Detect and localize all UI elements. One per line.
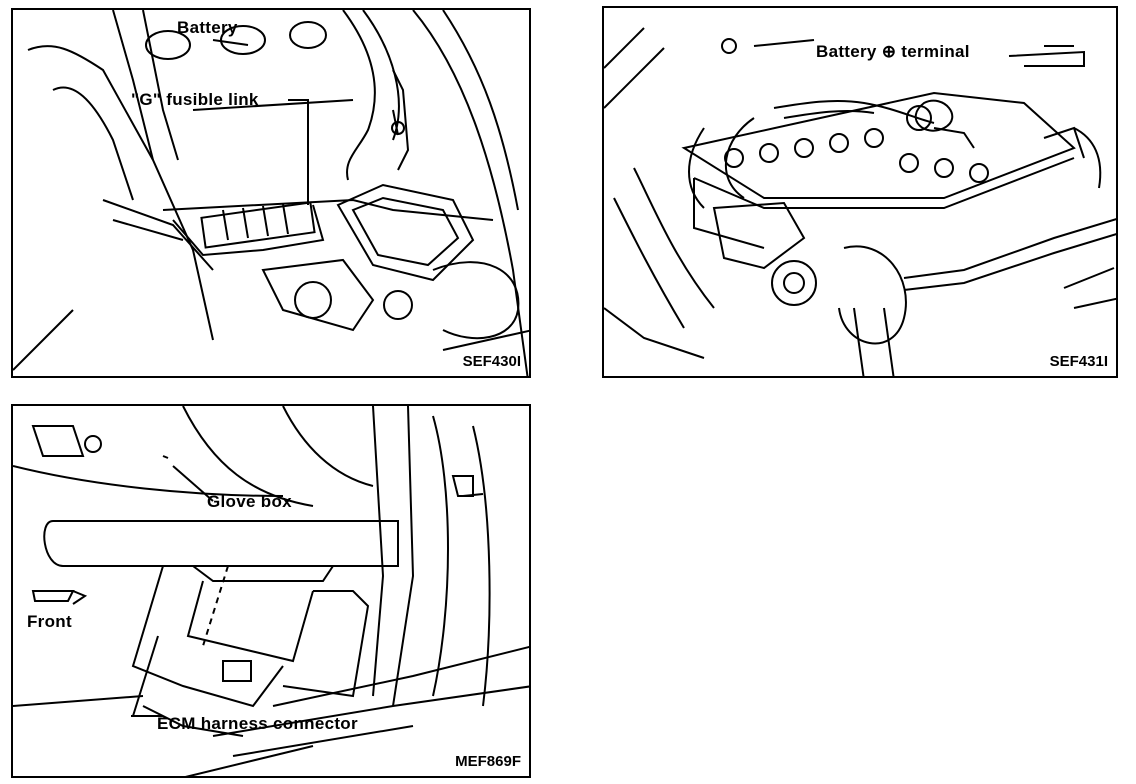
glove-box-label: Glove box <box>207 492 292 511</box>
battery-terminal-illustration <box>604 27 1116 376</box>
fusible-link-label: "G" fusible link <box>131 90 259 109</box>
figure-code: SEF430I <box>462 353 521 370</box>
figure-code: SEF431I <box>1049 353 1108 370</box>
ecm-connector-label: ECM harness connector <box>157 714 358 733</box>
figure-code: MEF869F <box>455 753 521 770</box>
diagram-panel-fusible-link: Battery "G" fusible link SEF430I <box>11 8 531 378</box>
engine-bay-illustration <box>13 10 529 376</box>
glove-box-illustration <box>13 406 529 776</box>
diagram-panel-ecm-connector: Glove box Front ECM harness connector ME… <box>11 404 531 778</box>
diagram-panel-battery-terminal: Battery ⊕ terminal SEF431I <box>602 6 1118 378</box>
front-label: Front <box>27 612 72 631</box>
battery-terminal-label: Battery ⊕ terminal <box>816 42 970 61</box>
battery-label: Battery <box>177 18 238 37</box>
